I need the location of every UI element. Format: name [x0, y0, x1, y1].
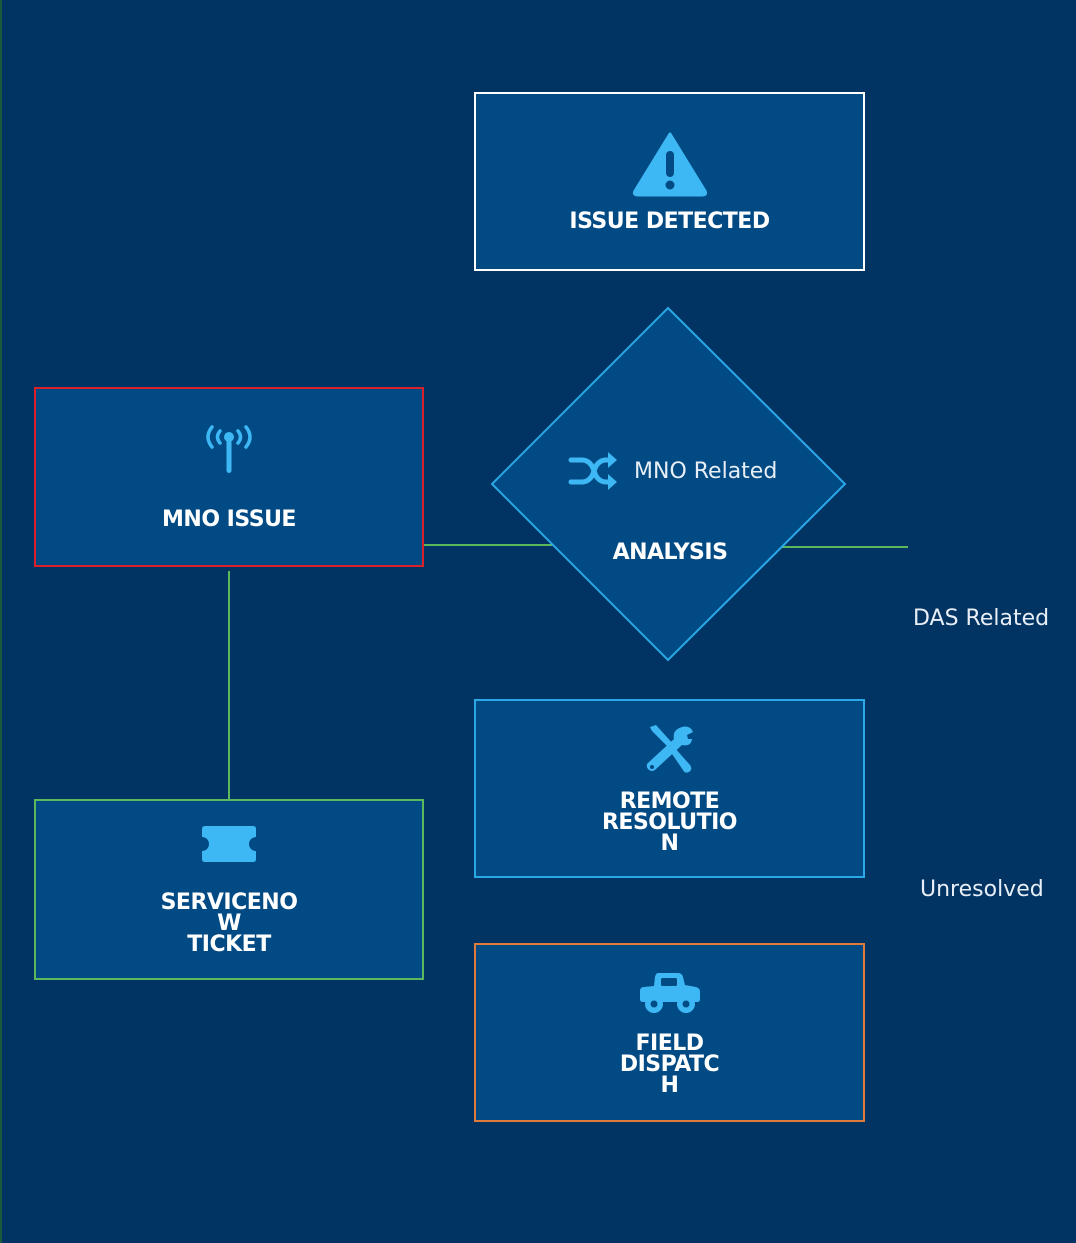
decision-diamond[interactable] [490, 306, 847, 662]
mno-related-branch: MNO Related [568, 450, 777, 492]
servicenow-ticket-node[interactable]: SERVICENO W TICKET [34, 799, 424, 980]
mno-related-label: MNO Related [634, 458, 778, 484]
shuffle-icon [568, 452, 617, 490]
tools-icon [646, 725, 693, 773]
remote-resolution-label: REMOTE RESOLUTIO N [601, 789, 738, 856]
field-dispatch-node[interactable]: FIELD DISPATC H [474, 943, 865, 1122]
unresolved-label: Unresolved [920, 877, 1044, 902]
analysis-label: ANALYSIS [612, 540, 728, 565]
issue-detected-node[interactable]: ISSUE DETECTED [474, 92, 865, 271]
antenna-signal-icon [206, 425, 252, 473]
remote-resolution-node[interactable]: REMOTE RESOLUTIO N [474, 699, 865, 878]
das-related-label: DAS Related [913, 606, 1050, 631]
mno-issue-label: MNO ISSUE [162, 507, 296, 532]
truck-icon [639, 973, 700, 1013]
warning-triangle-icon [632, 132, 707, 196]
field-dispatch-label: FIELD DISPATC H [619, 1031, 720, 1098]
servicenow-ticket-label: SERVICENO W TICKET [160, 890, 298, 957]
ticket-icon [202, 826, 256, 862]
issue-detected-label: ISSUE DETECTED [569, 208, 770, 234]
mno-issue-node[interactable]: MNO ISSUE [34, 387, 424, 567]
